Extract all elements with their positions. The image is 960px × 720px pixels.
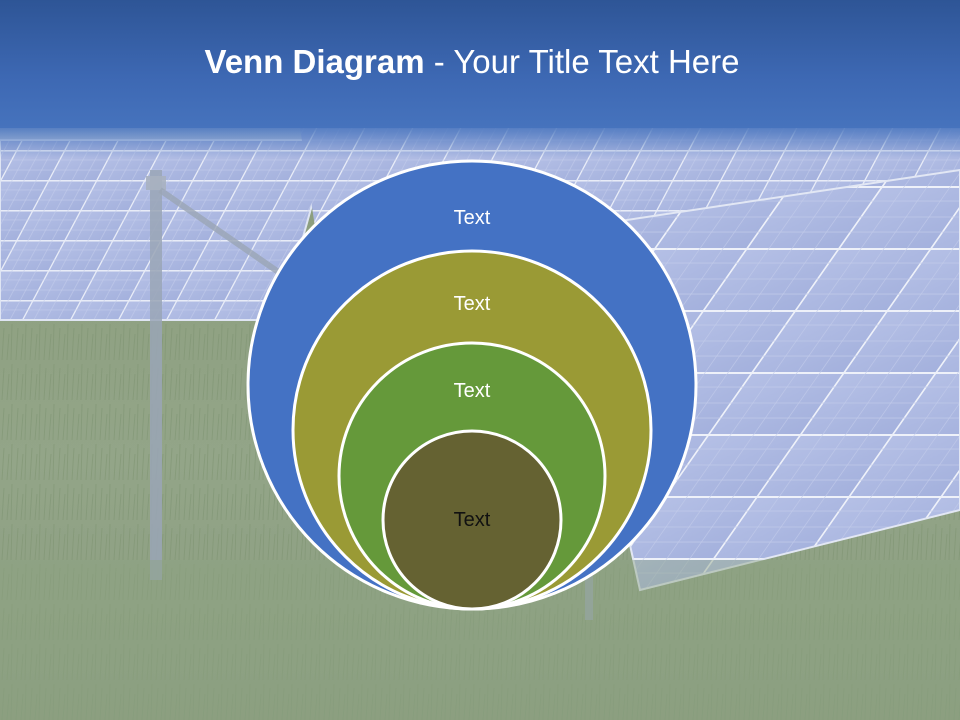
venn-ring-inner: Text [381, 429, 563, 611]
venn-label-third: Text [454, 380, 491, 402]
venn-circle-inner [381, 429, 563, 611]
title-bar [0, 0, 960, 128]
venn-label-second: Text [454, 293, 491, 315]
title-bold: Venn Diagram [204, 43, 425, 80]
slide-title: Venn Diagram - Your Title Text Here [0, 40, 944, 84]
venn-label-outer: Text [454, 207, 491, 229]
title-rest: - Your Title Text Here [424, 43, 740, 80]
title-bar-fade [0, 128, 960, 158]
venn-label-inner: Text [454, 509, 491, 531]
